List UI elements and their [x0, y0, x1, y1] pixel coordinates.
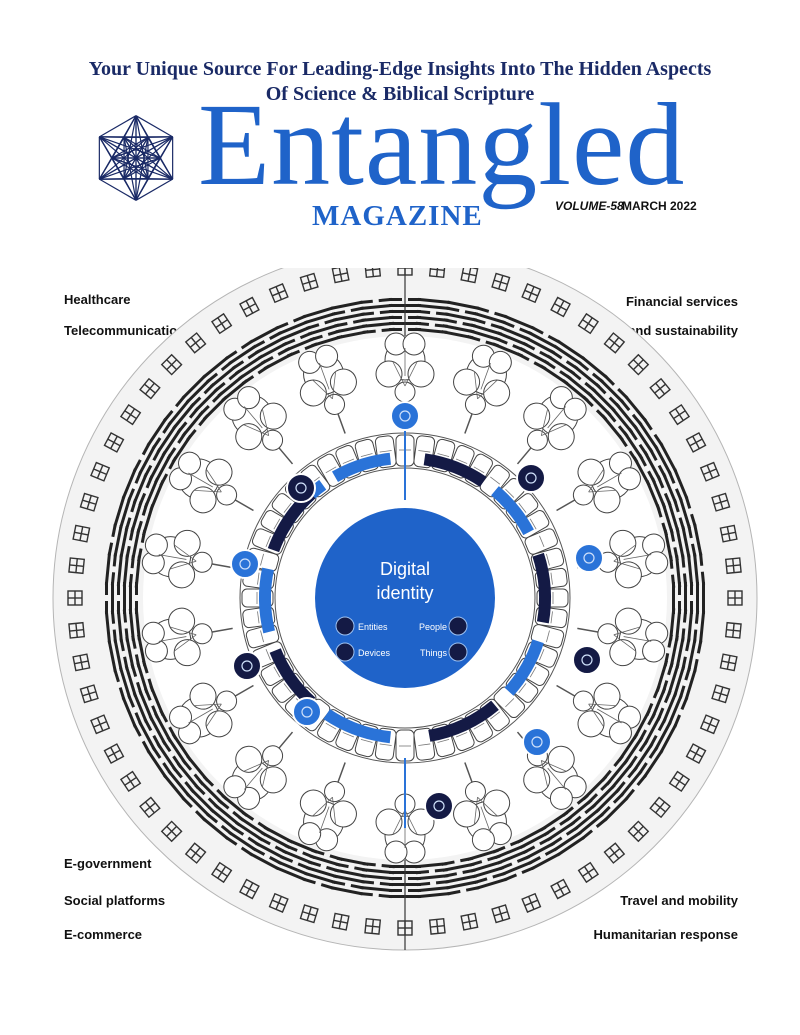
- wifi-icon-glyph: [239, 558, 251, 570]
- digital-identity-core: [315, 508, 495, 688]
- core-title-line-1: Digital: [380, 559, 430, 579]
- things-icon: [448, 642, 468, 662]
- issue-date: MARCH 2022: [622, 199, 697, 213]
- item-devices: Devices: [358, 648, 391, 658]
- label-travel-and-mobility: Travel and mobility: [620, 893, 738, 908]
- atom-icon: [286, 473, 316, 503]
- label-e-commerce: E-commerce: [64, 927, 143, 942]
- label-social-platforms: Social platforms: [64, 893, 166, 908]
- bank-icon-glyph: [241, 660, 253, 672]
- label-healthcare: Healthcare: [64, 292, 131, 307]
- item-entities: Entities: [358, 622, 388, 632]
- chip-icon-glyph: [399, 410, 411, 422]
- atom-icon-glyph: [295, 482, 307, 494]
- globe-icon-glyph: [583, 552, 595, 564]
- farm-icon: [572, 645, 602, 675]
- item-people: People: [419, 622, 447, 632]
- people-icon: [448, 616, 468, 636]
- magazine-title: Entangled: [198, 79, 686, 210]
- label-humanitarian-response: Humanitarian response: [593, 927, 739, 942]
- magazine-subtitle: MAGAZINE: [312, 200, 483, 232]
- bank-icon: [232, 651, 262, 681]
- devices-icon: [335, 642, 355, 662]
- digital-identity-mandala: Digital identity Entities People Devices…: [52, 268, 758, 951]
- farm-icon-glyph: [581, 654, 593, 666]
- wifi-icon: [230, 549, 260, 579]
- atom-icon-glyph: [433, 800, 445, 812]
- atom-icon: [424, 791, 454, 821]
- building-icon-glyph: [525, 472, 537, 484]
- volume-number: VOLUME-58: [555, 199, 624, 213]
- item-things: Things: [420, 648, 448, 658]
- label-e-government: E-government: [64, 856, 152, 871]
- handshake-icon: [522, 727, 552, 757]
- building-icon: [516, 463, 546, 493]
- hexagram-network-logo-icon: [98, 115, 174, 201]
- handshake-icon-glyph: [531, 736, 543, 748]
- tagline-line-1: Your Unique Source For Leading-Edge Insi…: [88, 58, 712, 80]
- label-telecommunications: Telecommunications: [64, 323, 193, 338]
- core-title-line-2: identity: [376, 583, 433, 603]
- entities-icon: [335, 616, 355, 636]
- tree-pattern: [141, 332, 669, 864]
- icon-nodes: [230, 401, 604, 821]
- chip-icon: [390, 401, 420, 431]
- label-financial-services: Financial services: [625, 294, 738, 309]
- segment-ring: [259, 452, 551, 744]
- globe-icon: [574, 543, 604, 573]
- wifi-icon-glyph: [301, 706, 313, 718]
- wifi-icon: [292, 697, 322, 727]
- tagline-line-2: Of Science & Biblical Scripture: [265, 83, 535, 105]
